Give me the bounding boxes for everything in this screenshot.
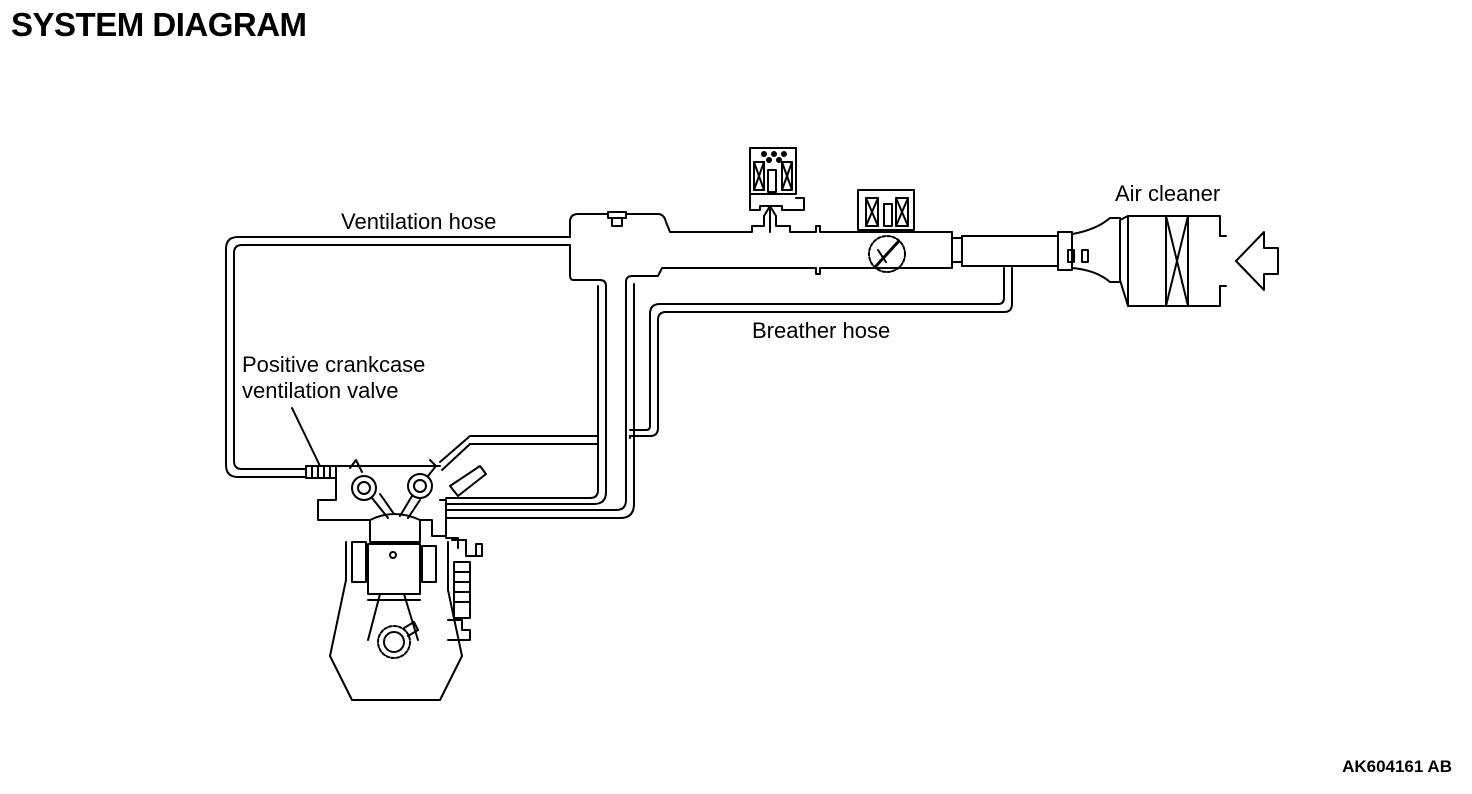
ventilation-hose-label: Ventilation hose [341,209,497,234]
throttle-body [857,189,915,273]
page-title: SYSTEM DIAGRAM [11,6,307,43]
pcv-valve [291,407,337,479]
air-intake-arrow-icon [1235,231,1279,291]
figure-id: AK604161 AB [1342,757,1452,776]
engine [317,459,487,701]
air-cleaner-label: Air cleaner [1115,181,1221,206]
pcv-valve-label-line1: Positive crankcase [242,352,426,377]
solenoid-valve [607,147,805,233]
breather-hose [445,267,1013,519]
pcv-valve-label-line2: ventilation valve [242,378,399,403]
pcv-valve-label: Positive crankcase ventilation valve [242,352,425,404]
air-cleaner [1067,215,1227,307]
breather-hose-label: Breather hose [752,318,891,343]
intake-pipe [569,213,1121,293]
ventilation-down-leg [439,285,607,505]
ventilation-hose [225,236,571,478]
